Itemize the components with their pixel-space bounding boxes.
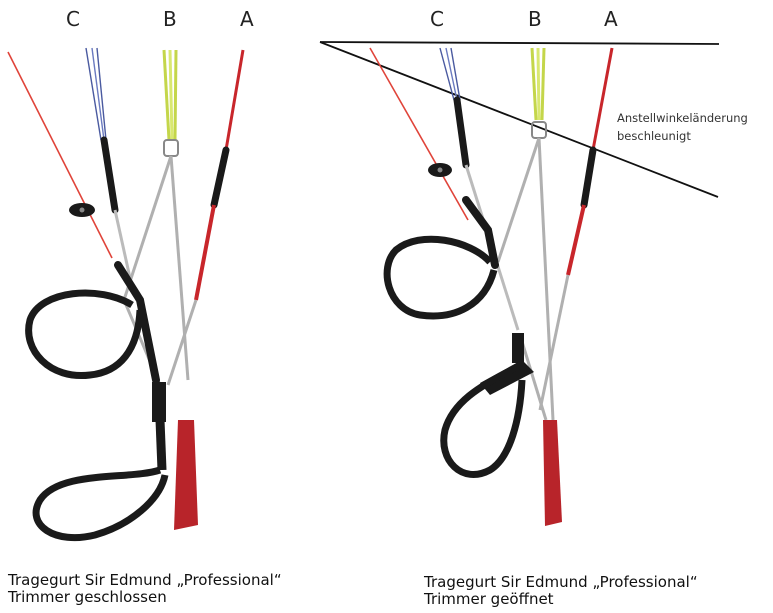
right-pulley-axle [438, 168, 443, 173]
annotation-line-2: beschleunigt [617, 129, 691, 143]
reference-line-horizontal [320, 42, 719, 44]
left-brake-handle [29, 293, 140, 376]
right-a-riser-lower [568, 205, 584, 275]
right-b-line-3 [542, 48, 544, 120]
left-caption-state: Trimmer geschlossen [8, 589, 282, 606]
right-a-line [593, 48, 612, 150]
right-trimmer-strap [480, 360, 534, 395]
annotation-line-1: Anstellwinkeländerung [617, 111, 748, 125]
right-grey-line-3 [540, 275, 568, 410]
left-main-webbing [160, 420, 162, 470]
left-label-b: B [163, 7, 177, 31]
left-riser-illustration: C B A [8, 7, 254, 538]
right-main-riser-tail [543, 420, 562, 526]
right-label-a: A [604, 7, 618, 31]
right-a-riser-webbing [584, 150, 593, 205]
left-pulley-axle [80, 208, 85, 213]
left-caption: Tragegurt Sir Edmund „Professional“ Trim… [8, 572, 282, 606]
left-caption-title: Tragegurt Sir Edmund „Professional“ [8, 572, 282, 589]
right-grey-line-1 [498, 138, 539, 262]
left-b-line-1 [164, 50, 169, 140]
right-label-c: C [430, 7, 444, 31]
left-label-c: C [66, 7, 80, 31]
right-brake-handle [387, 239, 494, 316]
left-a-riser-webbing [214, 150, 226, 205]
left-b-line-2 [170, 50, 172, 140]
left-b-line-3 [175, 50, 176, 140]
left-main-riser-tail [174, 420, 198, 530]
right-caption: Tragegurt Sir Edmund „Professional“ Trim… [424, 574, 698, 608]
left-b-maillon [164, 140, 178, 156]
right-brake-line [370, 48, 468, 220]
right-b-line-1 [532, 48, 536, 120]
left-a-line [226, 50, 243, 150]
right-c-riser-webbing [457, 100, 466, 165]
left-speed-loop [36, 470, 165, 538]
left-label-a: A [240, 7, 254, 31]
right-label-b: B [528, 7, 542, 31]
left-c-riser-webbing [104, 140, 115, 210]
right-caption-title: Tragegurt Sir Edmund „Professional“ [424, 574, 698, 591]
right-caption-state: Trimmer geöffnet [424, 591, 698, 608]
left-buckle [152, 382, 166, 422]
right-buckle [512, 333, 524, 363]
right-riser-illustration: C B A Anstellwinkeländerung beschleunigt [320, 7, 748, 526]
left-a-riser-lower [196, 205, 214, 300]
right-b-line-2 [538, 48, 539, 120]
